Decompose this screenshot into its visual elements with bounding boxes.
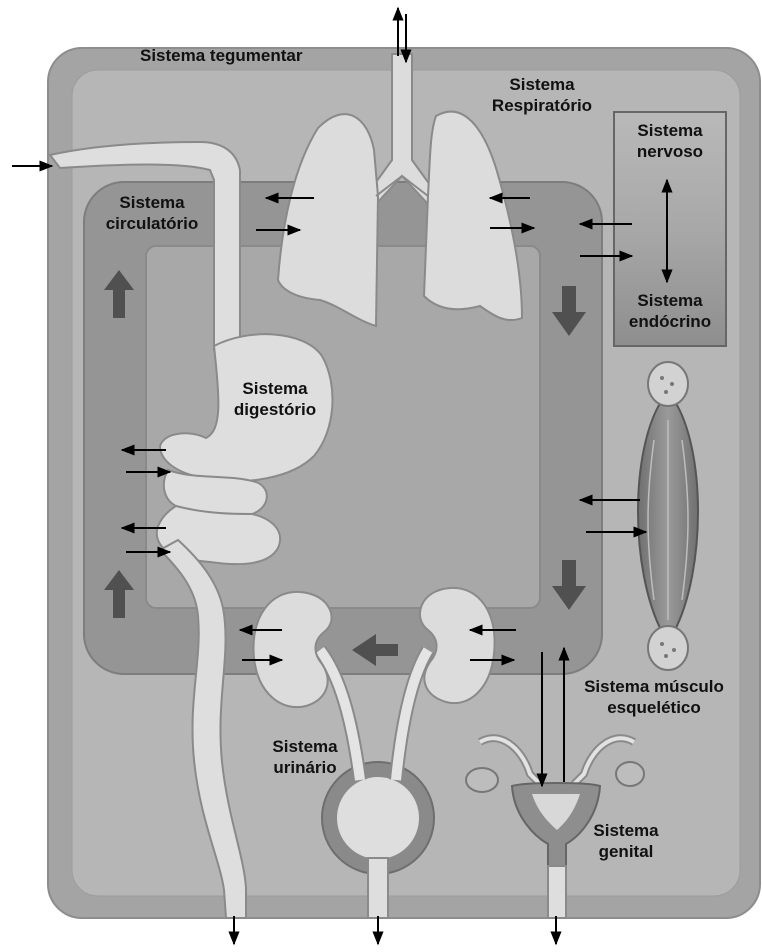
integumentary-label: Sistema tegumentar (140, 45, 303, 66)
left-ovary (466, 768, 498, 792)
urethra (368, 858, 388, 918)
bone-end-bottom (648, 626, 688, 670)
vagina (548, 866, 566, 918)
bone-end-top (648, 362, 688, 406)
bladder (336, 776, 420, 860)
right-ovary (616, 762, 644, 786)
